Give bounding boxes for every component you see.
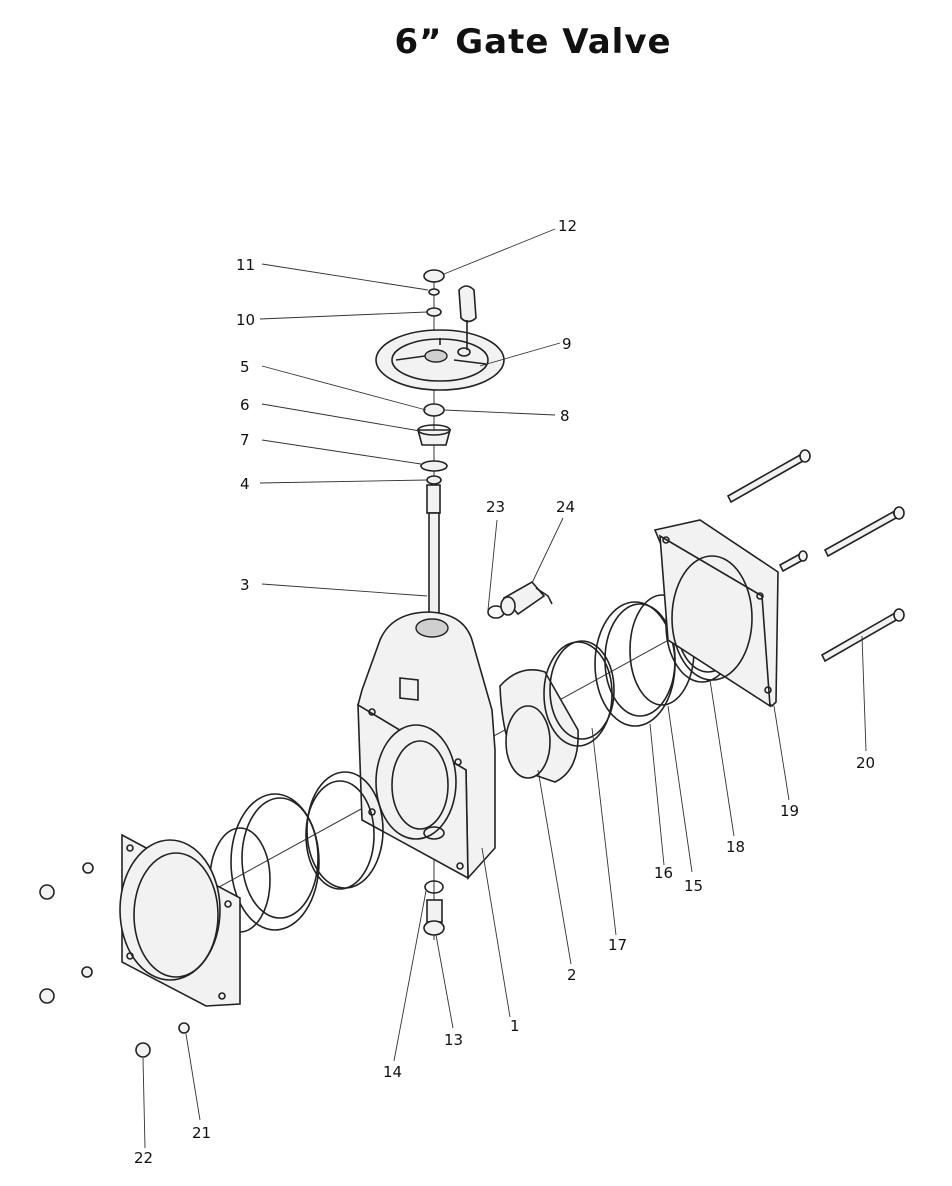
lock-washer	[426, 307, 442, 317]
handle-knob	[457, 285, 477, 357]
callout-22: 22	[134, 1149, 153, 1167]
leader-lines	[142, 228, 867, 1149]
packing-7	[420, 460, 448, 472]
callout-5: 5	[240, 358, 250, 376]
bolts	[726, 449, 905, 663]
callout-19: 19	[780, 802, 799, 820]
callout-21: 21	[192, 1124, 211, 1142]
callout-6: 6	[240, 396, 250, 414]
callout-7: 7	[240, 431, 250, 449]
callout-24: 24	[556, 498, 575, 516]
callout-12: 12	[558, 217, 577, 235]
fitting	[487, 580, 553, 619]
washer-upper	[428, 288, 440, 296]
callout-3: 3	[240, 576, 250, 594]
nut-5	[423, 403, 445, 417]
valve-stem	[426, 484, 441, 614]
gate-disc	[499, 669, 579, 783]
cap-nut	[423, 269, 445, 283]
callout-11: 11	[236, 256, 255, 274]
callout-4: 4	[240, 475, 250, 493]
callout-13: 13	[444, 1031, 463, 1049]
callout-1: 1	[510, 1017, 520, 1035]
diagram-title: 6” Gate Valve	[394, 22, 672, 62]
callout-labels: 1 2 3 4 5 6 7 8 9 10 11 12 13 14 15 16 1…	[134, 217, 875, 1167]
handwheel	[375, 329, 505, 391]
left-flange	[119, 833, 241, 1007]
seat-ring-left	[230, 793, 320, 931]
callout-15: 15	[684, 877, 703, 895]
callout-18: 18	[726, 838, 745, 856]
callout-10: 10	[236, 311, 255, 329]
callout-14: 14	[383, 1063, 402, 1081]
valve-body	[357, 611, 496, 881]
callout-23: 23	[486, 498, 505, 516]
callout-9: 9	[562, 335, 572, 353]
right-flange	[653, 519, 779, 708]
nuts-left	[39, 862, 190, 1058]
drain-plug	[423, 880, 445, 936]
callout-16: 16	[654, 864, 673, 882]
stem-collar-4	[426, 475, 442, 485]
callout-17: 17	[608, 936, 627, 954]
callout-8: 8	[560, 407, 570, 425]
callout-20: 20	[856, 754, 875, 772]
gland-6	[416, 429, 452, 446]
callout-2: 2	[567, 966, 577, 984]
